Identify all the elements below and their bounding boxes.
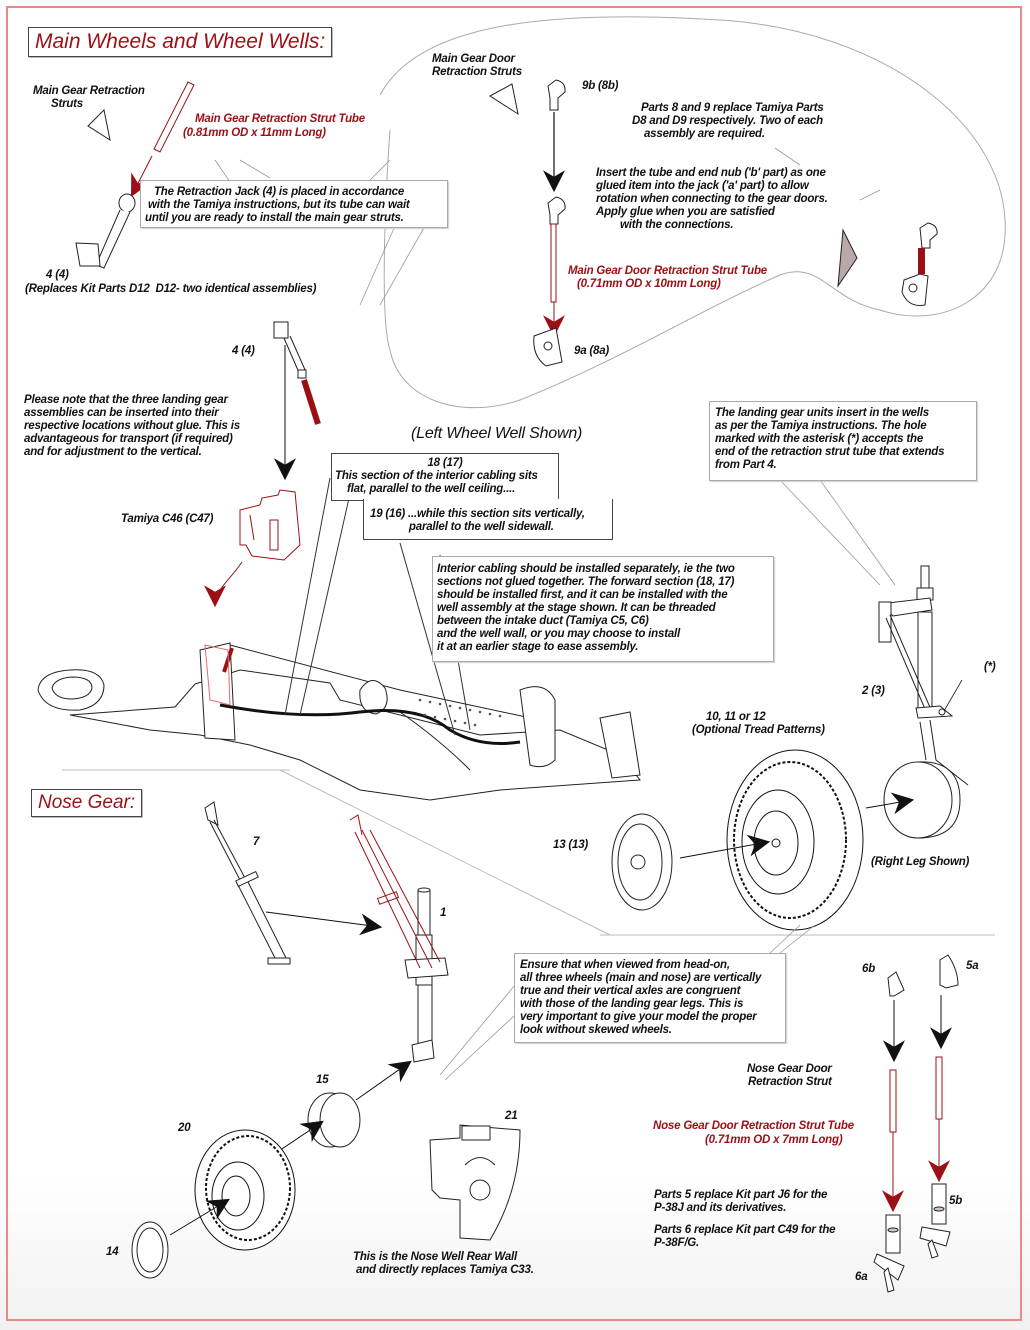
caption-right-leg: (Right Leg Shown) — [871, 856, 970, 868]
label-tamiya-c46: Tamiya C46 (C47) — [121, 513, 214, 525]
label-part-14: 14 — [106, 1246, 119, 1258]
retraction-strut-tube — [130, 81, 195, 197]
caption-left-wheel-well: (Left Wheel Well Shown) — [411, 425, 583, 442]
part-15-hub — [307, 1092, 361, 1148]
label-part-15: 15 — [316, 1074, 329, 1086]
label-part-4: 4 (4) — [46, 269, 69, 281]
note-box-landing-units: The landing gear units insert in the wel… — [709, 401, 977, 481]
label-part-20: 20 — [178, 1122, 191, 1134]
nose-door-tube-5 — [935, 1056, 943, 1120]
section-heading-nose-gear: Nose Gear: — [31, 789, 143, 817]
part-20-tire — [194, 1129, 296, 1251]
label-part-5b: 5b — [949, 1195, 963, 1207]
retraction-jack-part-4 — [75, 193, 136, 269]
main-wheel-tire — [726, 749, 864, 931]
note-cabling-18: This section of the interior cabling sit… — [335, 470, 538, 495]
label-part-7: 7 — [253, 836, 260, 848]
pointer-triangle-filled — [837, 228, 858, 288]
label-part-2: 2 (3) — [862, 685, 885, 697]
section-divider — [279, 769, 611, 936]
label-part-6a: 6a — [855, 1271, 868, 1283]
note-parts-8-9: Parts 8 and 9 replace Tamiya Parts D8 an… — [632, 102, 824, 140]
door-strut-tube — [550, 223, 557, 303]
label-nose-door-tube-dims: (0.71mm OD x 7mm Long) — [705, 1134, 843, 1146]
wheel-hub-part-13 — [611, 813, 673, 911]
part-5a — [939, 954, 959, 989]
part-6a — [873, 1214, 905, 1293]
part-14-wheel — [131, 1221, 169, 1279]
note-box-retraction-jack: The Retraction Jack (4) is placed in acc… — [140, 180, 448, 228]
part-1-nose-strut — [404, 887, 449, 1063]
main-gear-leg — [878, 565, 969, 839]
part-5b — [919, 1183, 951, 1259]
note-alignment: Ensure that when viewed from head-on, al… — [520, 959, 762, 1036]
label-part-4-second: 4 (4) — [232, 345, 255, 357]
note-parts-6: Parts 6 replace Kit part C49 for the P-3… — [654, 1224, 836, 1249]
label-door-tube-dims: (0.71mm OD x 10mm Long) — [568, 278, 721, 290]
note-cabling-install: Interior cabling should be installed sep… — [437, 563, 735, 653]
part-9a — [533, 327, 563, 367]
note-rear-wall: This is the Nose Well Rear Wall and dire… — [353, 1251, 534, 1276]
label-part-4-replaces: (Replaces Kit Parts D12 D12- two identic… — [25, 283, 317, 295]
pointer-triangle — [87, 108, 111, 142]
label-strut-tube: Main Gear Retraction Strut Tube — [195, 113, 365, 125]
label-part-9b: 9b (8b) — [582, 80, 619, 92]
label-door-tube: Main Gear Door Retraction Strut Tube — [568, 265, 767, 277]
label-tread-patterns-sub: (Optional Tread Patterns) — [692, 724, 825, 736]
pointer-triangle — [489, 83, 519, 116]
note-parts-5: Parts 5 replace Kit part J6 for the P-38… — [654, 1189, 828, 1214]
part-6b — [887, 971, 905, 997]
label-part-13: 13 (13) — [553, 839, 589, 851]
label-strut-tube-dims: (0.81mm OD x 11mm Long) — [183, 127, 326, 139]
part-9b-with-tube — [547, 196, 566, 225]
label-part-21: 21 — [505, 1110, 518, 1122]
assembled-door-strut — [901, 222, 938, 306]
red-scissor-link — [349, 814, 441, 969]
note-box-cabling-install: Interior cabling should be installed sep… — [432, 556, 774, 662]
note-glue: Please note that the three landing gear … — [24, 394, 240, 458]
label-part-18: 18 (17) — [427, 457, 463, 469]
label-door-struts: Main Gear Door Retraction Struts — [432, 53, 522, 78]
note-box-cabling-19: 19 (16) ...while this section sits verti… — [363, 499, 613, 540]
label-asterisk-hole: (*) — [984, 661, 996, 673]
label-part-5a: 5a — [966, 960, 979, 972]
nose-door-tube-6 — [889, 1069, 897, 1133]
label-nose-door-tube: Nose Gear Door Retraction Strut Tube — [653, 1120, 854, 1132]
note-landing-units: The landing gear units insert in the wel… — [715, 407, 945, 471]
label-part-1: 1 — [440, 907, 447, 919]
label-main-gear-retraction-struts: Main Gear Retraction Struts — [33, 85, 145, 110]
note-cabling-19: 19 (16) ...while this section sits verti… — [370, 508, 585, 533]
label-nose-door-strut: Nose Gear Door Retraction Strut — [746, 1063, 832, 1088]
note-box-alignment: Ensure that when viewed from head-on, al… — [514, 953, 786, 1043]
note-insert-tube: Insert the tube and end nub ('b' part) a… — [596, 167, 828, 231]
label-tread-patterns: 10, 11 or 12 — [706, 711, 766, 723]
part-4-red-tube — [301, 379, 321, 425]
part-9b — [547, 79, 566, 111]
part-4-assembly — [273, 321, 307, 379]
wheel-well-assembly — [37, 642, 641, 801]
callout-bubble-outline — [379, 16, 1006, 409]
label-part-9a: 9a (8a) — [574, 345, 610, 357]
note-retraction-jack: The Retraction Jack (4) is placed in acc… — [145, 186, 410, 224]
label-part-6b: 6b — [862, 963, 876, 975]
part-21-rear-wall — [429, 1124, 521, 1241]
section-heading-main-wheels: Main Wheels and Wheel Wells: — [28, 27, 333, 57]
part-7-strut — [204, 801, 291, 965]
note-box-cabling-18: 18 (17) This section of the interior cab… — [331, 453, 559, 501]
tamiya-c46-part — [239, 489, 301, 561]
